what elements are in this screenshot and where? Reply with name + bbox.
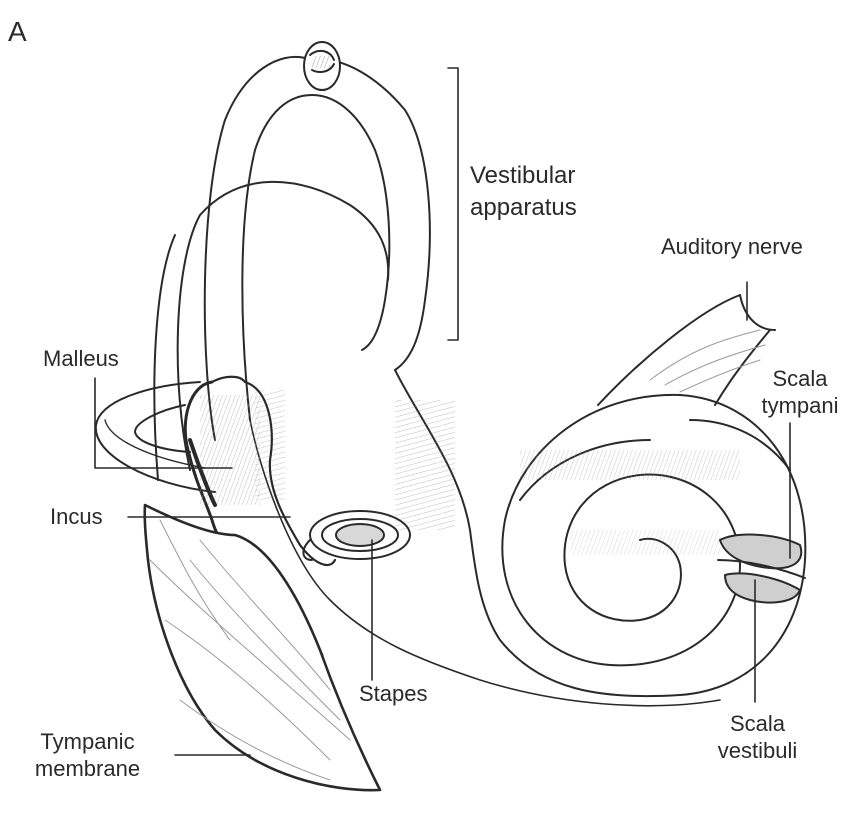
vestibular-bracket	[448, 68, 458, 340]
auditory-nerve-label: Auditory nerve	[661, 233, 803, 260]
incus-label: Incus	[50, 503, 103, 530]
tympanic-membrane-label: Tympanic membrane	[20, 728, 155, 782]
stapes	[303, 511, 410, 560]
panel-letter: A	[8, 18, 27, 45]
scala-vestibuli-label: Scala vestibuli	[700, 710, 815, 764]
scala-tympani-line1: Scala	[750, 365, 850, 392]
scala-vestibuli-line1: Scala	[700, 710, 815, 737]
vestibular-label-line2: apparatus	[470, 192, 577, 224]
malleus-label: Malleus	[43, 345, 119, 372]
tympanic-line2: membrane	[20, 755, 155, 782]
vestibule-body	[250, 370, 805, 706]
cochlea	[502, 395, 805, 665]
vestibular-label-line1: Vestibular	[470, 160, 577, 192]
tympanic-membrane	[145, 505, 380, 790]
scala-tympani-line2: tympani	[750, 392, 850, 419]
tympanic-line1: Tympanic	[20, 728, 155, 755]
scala-vestibuli-line2: vestibuli	[700, 737, 815, 764]
vestibular-label: Vestibular apparatus	[470, 160, 577, 224]
stapes-label: Stapes	[359, 680, 428, 707]
scala-tympani-label: Scala tympani	[750, 365, 850, 419]
auditory-nerve	[598, 295, 775, 405]
